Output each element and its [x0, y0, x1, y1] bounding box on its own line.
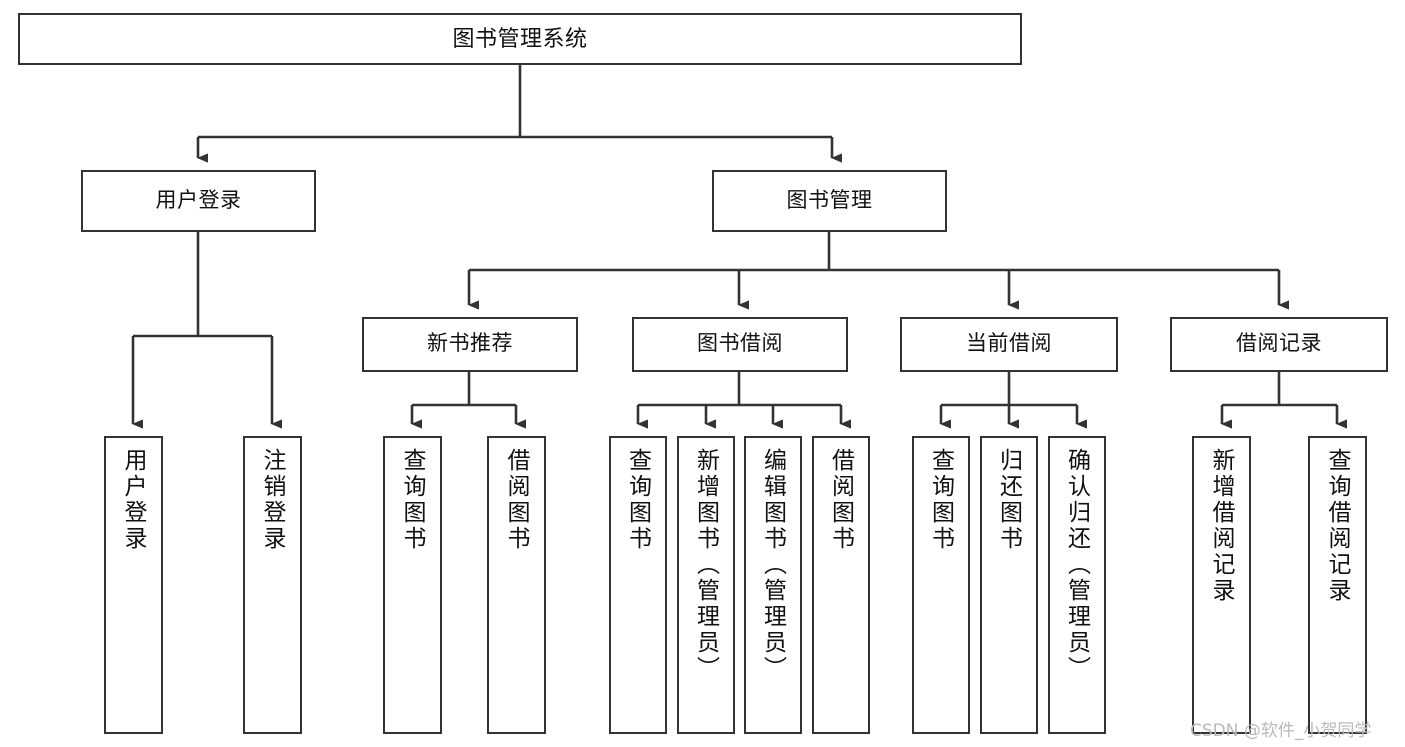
- leaf-return-book-label: 归还图书: [996, 448, 1023, 552]
- leaf-user-login[interactable]: 用户登录: [104, 436, 163, 734]
- leaf-logout[interactable]: 注销登录: [243, 436, 302, 734]
- leaf-borrow-book-2[interactable]: 借阅图书: [812, 436, 870, 734]
- leaf-query-book-1[interactable]: 查询图书: [383, 436, 442, 734]
- leaf-borrow-book-1-label: 借阅图书: [504, 448, 530, 552]
- leaf-query-record[interactable]: 查询借阅记录: [1308, 436, 1367, 734]
- node-new-book-recommend-label: 新书推荐: [427, 332, 513, 356]
- leaf-edit-book[interactable]: 编辑图书（管理员）: [744, 436, 802, 734]
- node-current-borrow[interactable]: 当前借阅: [900, 317, 1118, 372]
- node-book-borrow-label: 图书借阅: [697, 332, 783, 356]
- leaf-logout-label: 注销登录: [260, 448, 286, 552]
- leaf-add-book[interactable]: 新增图书（管理员）: [677, 436, 735, 734]
- leaf-query-book-2-label: 查询图书: [625, 448, 652, 552]
- leaf-return-book[interactable]: 归还图书: [980, 436, 1038, 734]
- leaf-add-book-label: 新增图书（管理员）: [693, 448, 720, 682]
- node-borrow-record-label: 借阅记录: [1236, 332, 1322, 356]
- node-borrow-record[interactable]: 借阅记录: [1170, 317, 1388, 372]
- leaf-add-record[interactable]: 新增借阅记录: [1192, 436, 1251, 734]
- leaf-query-record-label: 查询借阅记录: [1325, 448, 1351, 604]
- csdn-watermark: CSDN @软件_小贺同学: [1190, 721, 1372, 741]
- node-new-book-recommend[interactable]: 新书推荐: [362, 317, 578, 372]
- leaf-query-book-3[interactable]: 查询图书: [912, 436, 970, 734]
- node-root-label: 图书管理系统: [452, 26, 588, 52]
- leaf-edit-book-label: 编辑图书（管理员）: [760, 448, 787, 682]
- leaf-user-login-label: 用户登录: [121, 448, 147, 552]
- leaf-add-record-label: 新增借阅记录: [1209, 448, 1235, 604]
- leaf-query-book-2[interactable]: 查询图书: [609, 436, 667, 734]
- node-current-borrow-label: 当前借阅: [966, 332, 1052, 356]
- leaf-confirm-return-label: 确认归还（管理员）: [1064, 448, 1091, 682]
- node-book-manage-label: 图书管理: [786, 188, 873, 212]
- leaf-borrow-book-1[interactable]: 借阅图书: [487, 436, 546, 734]
- node-book-borrow[interactable]: 图书借阅: [632, 317, 848, 372]
- node-user-login-label: 用户登录: [155, 188, 242, 212]
- node-book-manage[interactable]: 图书管理: [712, 170, 947, 232]
- leaf-query-book-1-label: 查询图书: [400, 448, 426, 552]
- leaf-query-book-3-label: 查询图书: [928, 448, 955, 552]
- node-root[interactable]: 图书管理系统: [18, 13, 1022, 65]
- node-user-login[interactable]: 用户登录: [81, 170, 316, 232]
- leaf-borrow-book-2-label: 借阅图书: [828, 448, 855, 552]
- leaf-confirm-return[interactable]: 确认归还（管理员）: [1048, 436, 1106, 734]
